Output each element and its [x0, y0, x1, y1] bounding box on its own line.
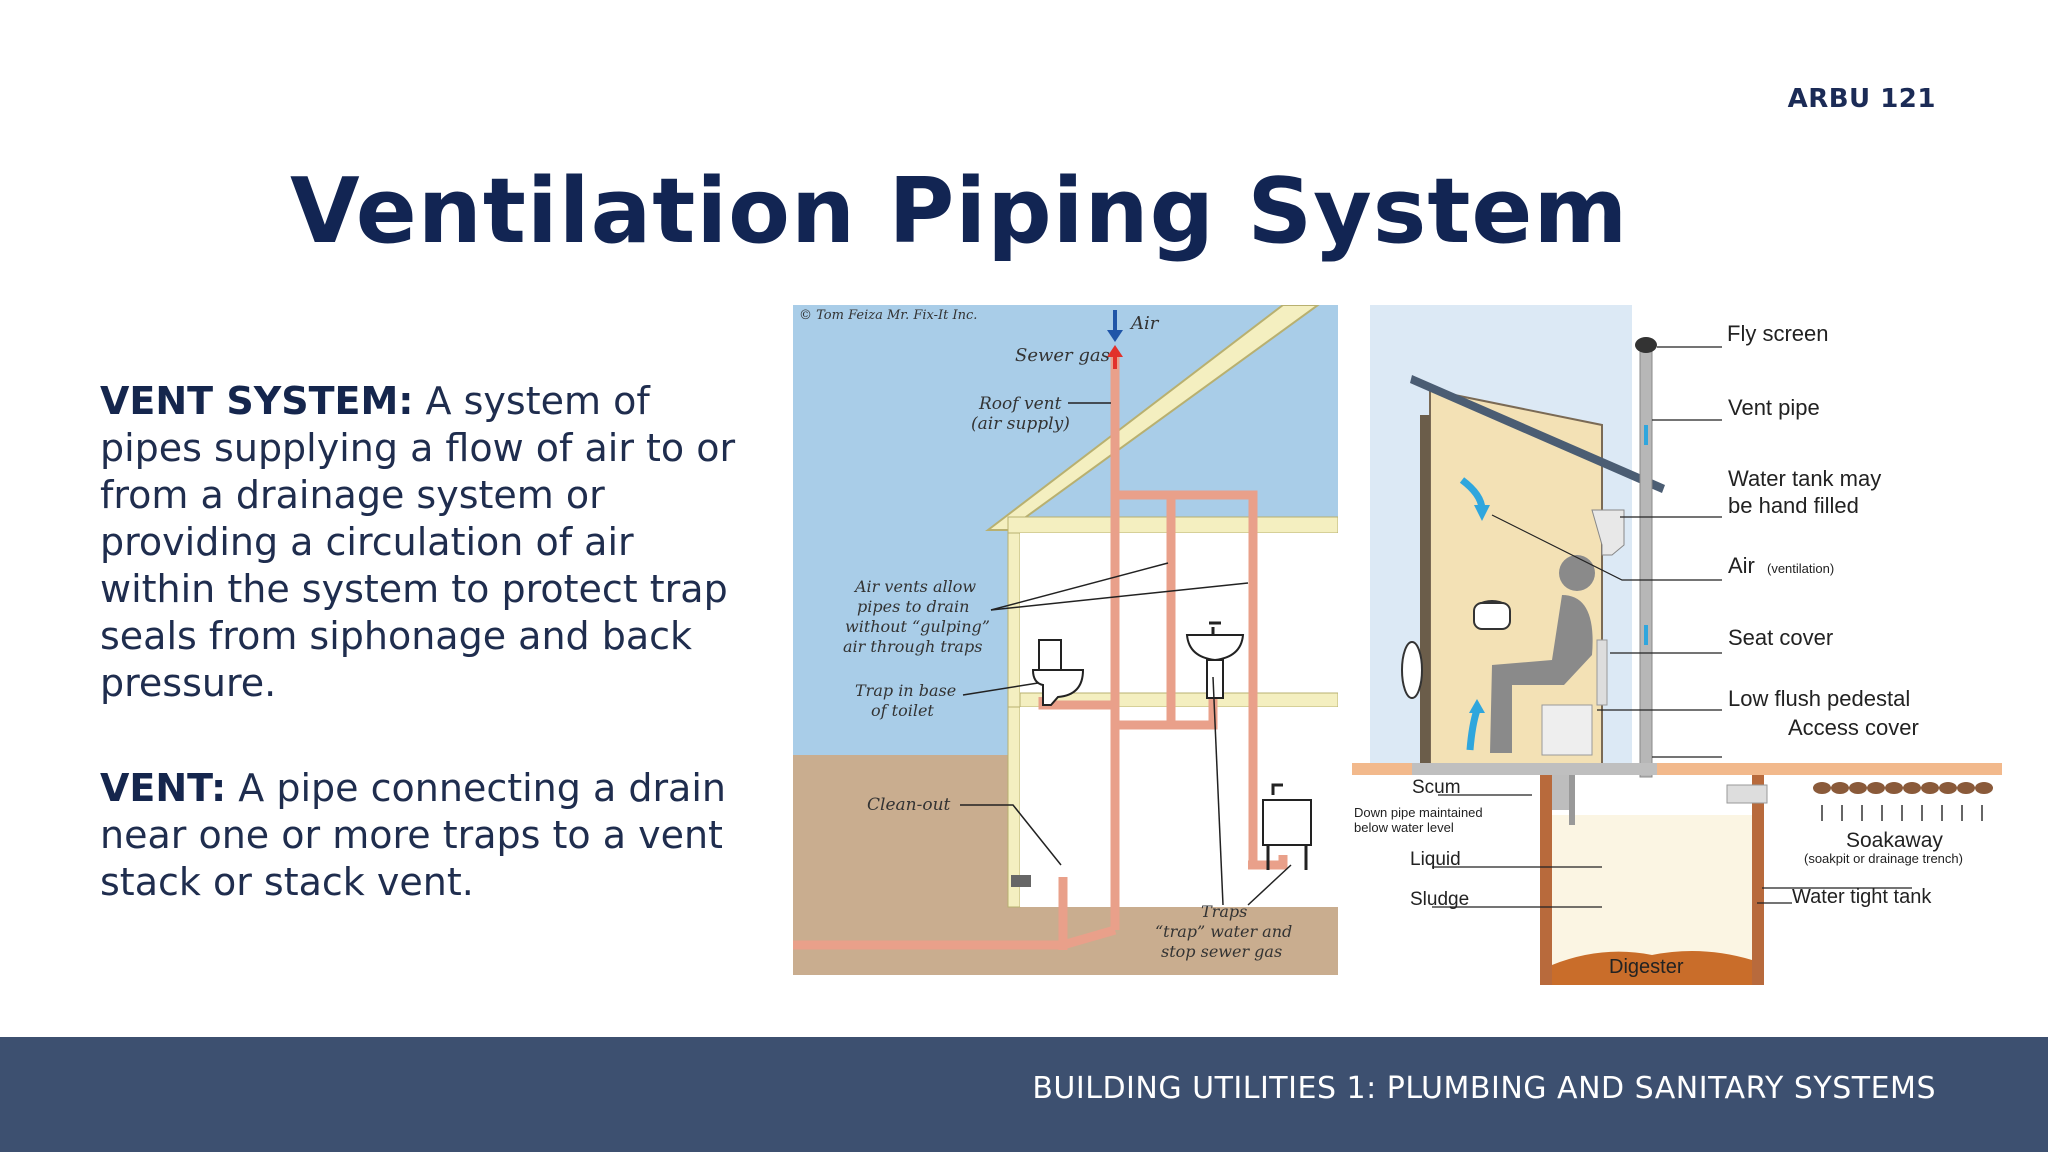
roof — [985, 305, 1320, 531]
leader-lines — [1432, 346, 1912, 908]
soakaway-label: Soakaway — [1846, 829, 1943, 852]
traps-label: Traps — [1201, 902, 1247, 921]
water-tight-label: Water tight tank — [1792, 886, 1932, 908]
roof-vent-label: Roof vent — [978, 394, 1062, 414]
house-vent-svg: © Tom Feiza Mr. Fix-It Inc. Air Sewer ga… — [793, 305, 1338, 975]
vent-loop-right — [1115, 490, 1258, 870]
toilet — [1031, 639, 1085, 706]
footer-bar: BUILDING UTILITIES 1: PLUMBING AND SANIT… — [0, 1037, 2048, 1152]
term: VENT: — [100, 766, 227, 810]
sewer-gas-label: Sewer gas — [1015, 345, 1110, 366]
traps-label: “trap” water and — [1155, 922, 1292, 941]
air-note: (ventilation) — [1767, 561, 1834, 576]
fly-screen-cap — [1635, 337, 1657, 353]
traps-label: stop sewer gas — [1161, 942, 1282, 961]
water-bottle — [1401, 641, 1423, 699]
pedestal — [1541, 704, 1593, 756]
scum-label: Scum — [1412, 777, 1461, 798]
person-head — [1559, 555, 1595, 591]
vent-pipe — [1639, 346, 1653, 778]
pipe-network — [793, 355, 1288, 950]
outlet-pipe — [1726, 784, 1768, 804]
latrine-digester-diagram: Fly screen Vent pipe Water tank may be h… — [1352, 305, 2012, 985]
air-vents-label: pipes to drain — [857, 597, 969, 616]
latrine-roof — [1410, 375, 1665, 493]
tank-wall-right — [1752, 775, 1764, 985]
course-code: ARBU 121 — [1787, 84, 1936, 114]
slide-title: Ventilation Piping System — [290, 159, 1629, 264]
sewer-gas-arrow — [1107, 345, 1123, 357]
definition-text: A system of pipes supplying a flow of ai… — [100, 379, 736, 705]
fly-screen-label: Fly screen — [1727, 321, 1828, 346]
trap-toilet-label: of toilet — [871, 701, 934, 720]
definition-vent: VENT: A pipe connecting a drain near one… — [100, 765, 760, 906]
trap-toilet-label: Trap in base — [855, 681, 956, 700]
leader-lines — [960, 402, 1292, 906]
air-label: Air — [1129, 313, 1160, 334]
soakaway-note: (soakpit or drainage trench) — [1804, 851, 1963, 866]
term: VENT SYSTEM: — [100, 379, 414, 423]
access-cover-label: Access cover — [1788, 715, 1919, 740]
person-body — [1490, 595, 1593, 753]
seat-cover — [1596, 639, 1608, 706]
down-pipe-label: Down pipe maintained — [1354, 805, 1483, 820]
laundry-tub — [1262, 783, 1312, 870]
air-vents-label: air through traps — [843, 637, 982, 656]
house-vent-diagram: © Tom Feiza Mr. Fix-It Inc. Air Sewer ga… — [793, 305, 1338, 975]
soakaway-gravel — [1813, 782, 1993, 794]
latrine-svg: Fly screen Vent pipe Water tank may be h… — [1352, 305, 2002, 985]
definition-vent-system: VENT SYSTEM: A system of pipes supplying… — [100, 378, 760, 707]
liquid-label: Liquid — [1410, 849, 1461, 870]
low-flush-label: Low flush pedestal — [1728, 686, 1910, 711]
roof-vent-note: (air supply) — [971, 414, 1070, 434]
down-pipe-label: below water level — [1354, 820, 1454, 835]
sink — [1185, 621, 1245, 699]
floor-drain — [1011, 875, 1031, 887]
air-vents-label: without “gulping” — [845, 617, 990, 636]
floor-slab — [1412, 763, 1657, 775]
air-vents-label: Air vents allow — [853, 577, 976, 596]
seat-cover-label: Seat cover — [1728, 625, 1833, 650]
clean-out-label: Clean-out — [867, 795, 951, 815]
sludge-label: Sludge — [1410, 889, 1469, 910]
sludge — [1552, 951, 1752, 985]
photo-credit: © Tom Feiza Mr. Fix-It Inc. — [799, 308, 977, 323]
vent-pipe-label: Vent pipe — [1728, 395, 1820, 420]
footer-text: BUILDING UTILITIES 1: PLUMBING AND SANIT… — [1032, 1071, 1936, 1106]
laundry-drain — [1253, 855, 1288, 870]
water-tank — [1591, 509, 1625, 556]
soakaway-arrows — [1821, 805, 1983, 821]
air-label: Air — [1728, 553, 1755, 578]
digester-label: Digester — [1609, 956, 1684, 978]
door-frame — [1420, 415, 1430, 765]
water-tank-label: Water tank may — [1728, 466, 1881, 491]
water-tank-label: be hand filled — [1728, 493, 1859, 518]
definitions-block: VENT SYSTEM: A system of pipes supplying… — [100, 378, 760, 964]
tank-wall-left — [1540, 775, 1552, 985]
definition-text: A pipe connecting a drain near one or mo… — [100, 766, 726, 904]
